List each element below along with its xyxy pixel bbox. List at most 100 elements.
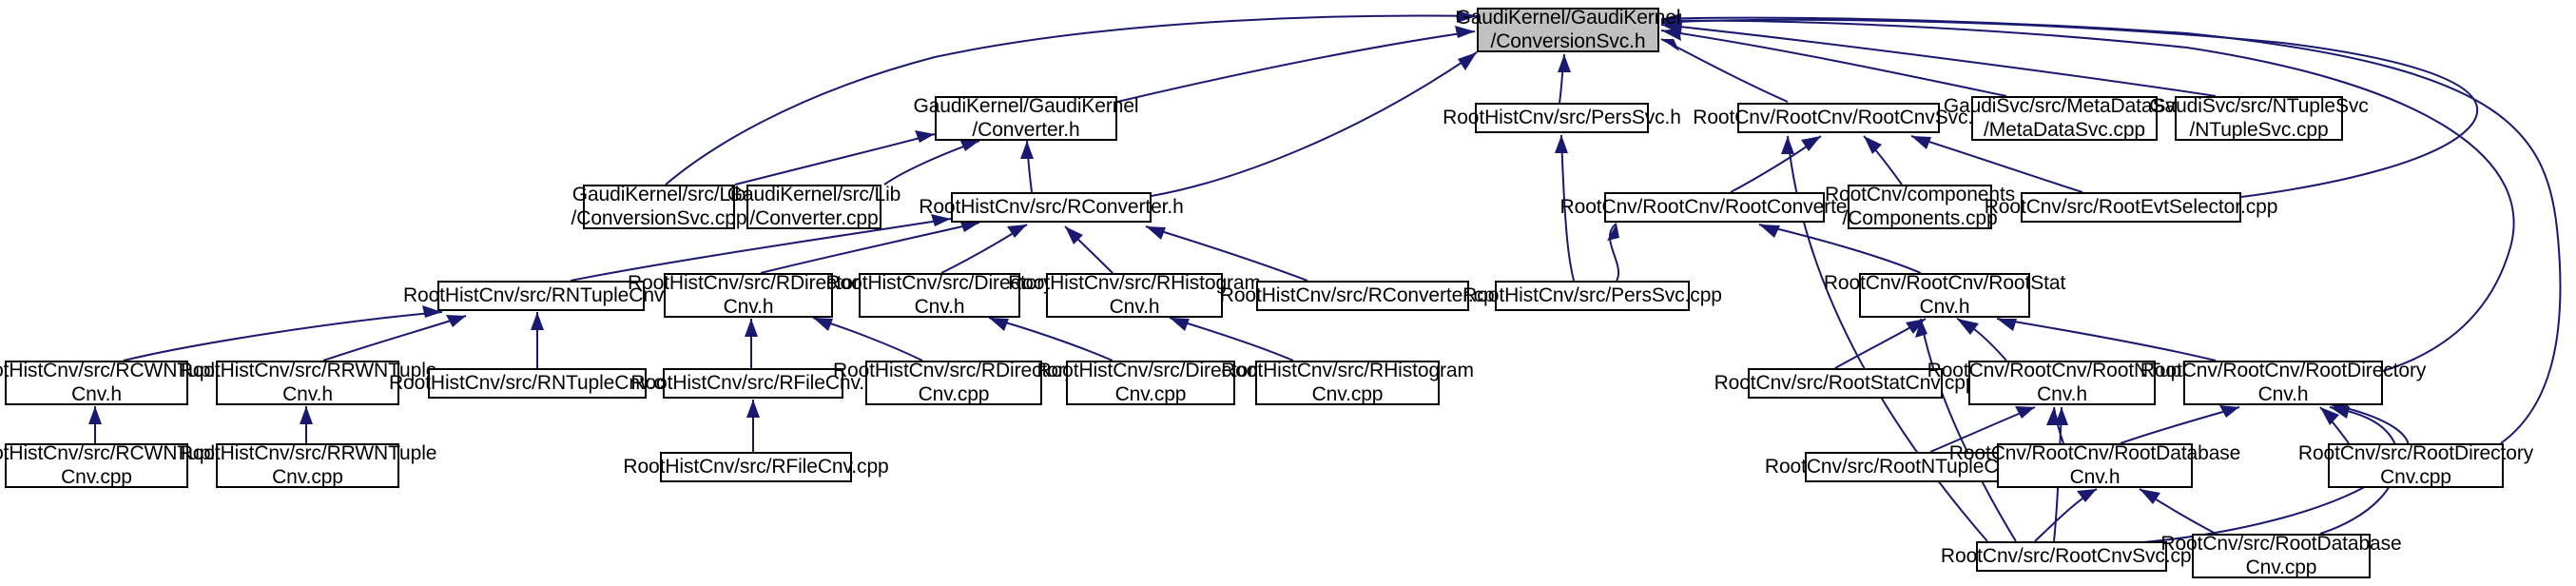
edge-n19-to-n12 bbox=[123, 311, 443, 361]
edge-n16-to-n8 bbox=[1145, 225, 1308, 282]
graph-node-n15[interactable]: RootHistCnv/src/RHistogram Cnv.h bbox=[1008, 271, 1261, 318]
graph-node-n34[interactable]: RootCnv/src/RootDirectory Cnv.cpp bbox=[2297, 441, 2534, 488]
graph-node-n21[interactable]: RootHistCnv/src/RNTupleCnv.cpp bbox=[389, 368, 686, 399]
graph-node-n29[interactable]: RootHistCnv/src/RCWNTuple Cnv.cpp bbox=[0, 441, 226, 488]
arrowhead-n33-to-n27 bbox=[2046, 407, 2060, 425]
arrowhead-n15-to-n8 bbox=[1065, 226, 1083, 244]
arrowhead-n14-to-n8 bbox=[1007, 225, 1027, 238]
arrowhead-n13-to-n8 bbox=[959, 220, 979, 232]
edge-n8-to-n0 bbox=[1151, 51, 1478, 197]
graph-node-n36[interactable]: RootCnv/src/RootDatabase Cnv.cpp bbox=[2160, 532, 2402, 578]
graph-node-n3[interactable]: RootCnv/RootCnv/RootCnvSvc.h bbox=[1693, 103, 1985, 133]
edge-n1-to-n0 bbox=[1116, 30, 1476, 103]
arrowhead-n12-to-n8 bbox=[931, 214, 951, 226]
graph-node-n20[interactable]: RootHistCnv/src/RRWNTuple Cnv.h bbox=[178, 359, 437, 405]
arrowhead-n22-to-n13 bbox=[745, 319, 758, 337]
graph-node-n22[interactable]: RootHistCnv/src/RFileCnv.h bbox=[630, 368, 876, 399]
graph-node-n7[interactable]: GaudiKernel/src/Lib /Converter.cpp bbox=[726, 183, 901, 229]
graph-node-n8[interactable]: RootHistCnv/src/RConverter.h bbox=[919, 192, 1184, 223]
arrowhead-n7-to-n1 bbox=[959, 139, 979, 151]
arrowhead-n3-to-n0 bbox=[1661, 39, 1679, 51]
arrowhead-n28-to-n18 bbox=[1997, 319, 2017, 331]
arrowhead-n29-to-n19 bbox=[88, 406, 102, 424]
graph-node-n5[interactable]: GaudiSvc/src/NTupleSvc /NTupleSvc.cpp bbox=[2149, 94, 2369, 141]
graph-node-n28[interactable]: RootCnv/RootCnv/RootDirectory Cnv.h bbox=[2140, 359, 2427, 405]
graph-node-n14[interactable]: RootHistCnv/src/Directory Cnv.h bbox=[825, 271, 1054, 318]
arrowhead-n23-to-n13 bbox=[813, 318, 833, 331]
edge-n25-to-n15 bbox=[1169, 317, 1294, 361]
edge-n12-to-n8 bbox=[570, 218, 952, 282]
arrowhead-n33-to-n28 bbox=[2219, 405, 2239, 418]
graph-node-n24[interactable]: RootHistCnv/src/Directory Cnv.cpp bbox=[1036, 359, 1265, 405]
arrowhead-n16-to-n8 bbox=[1146, 226, 1166, 240]
arrowhead-n8-to-n0 bbox=[1458, 52, 1477, 70]
graph-node-n31[interactable]: RootHistCnv/src/RFileCnv.cpp bbox=[623, 452, 889, 482]
edge-n33-to-n28 bbox=[2120, 406, 2240, 444]
graph-node-n6[interactable]: GaudiKernel/src/Lib /ConversionSvc.cpp bbox=[571, 183, 747, 229]
graph-node-n11[interactable]: RootCnv/src/RootEvtSelector.cpp bbox=[1985, 192, 2277, 223]
arrowhead-n11-to-n0 bbox=[1661, 17, 1681, 29]
edge-n17-to-n9 bbox=[1609, 223, 1619, 282]
arrowhead-n35-to-n33 bbox=[2077, 489, 2097, 502]
arrowhead-n10-to-n3 bbox=[1864, 136, 1882, 154]
graph-node-n26[interactable]: RootCnv/src/RootStatCnv.cpp bbox=[1714, 368, 1977, 399]
edge-n28-to-n0 bbox=[1660, 19, 2515, 372]
arrowhead-n17-to-n9 bbox=[1607, 224, 1619, 241]
arrowhead-n8-to-n1 bbox=[1020, 141, 1034, 159]
edge-n24-to-n14 bbox=[988, 317, 1114, 361]
arrowhead-n6-to-n1 bbox=[915, 130, 935, 143]
graph-node-n10[interactable]: RootCnv/components /Components.cpp bbox=[1824, 183, 2016, 229]
arrowhead-n35-to-n27 bbox=[2055, 407, 2068, 425]
edge-n5-to-n0 bbox=[1660, 24, 2217, 97]
arrowhead-n18-to-n9 bbox=[1759, 225, 1780, 238]
edge-n6-to-n0 bbox=[665, 14, 1478, 186]
graph-node-n27[interactable]: RootCnv/RootCnv/RootNTuple Cnv.h bbox=[1927, 359, 2198, 405]
arrowhead-n36-to-n28 bbox=[2330, 406, 2350, 419]
edge-n13-to-n8 bbox=[760, 222, 980, 274]
arrowhead-n36-to-n33 bbox=[2140, 489, 2160, 504]
graph-node-n0[interactable]: GaudiKernel/GaudiKernel /ConversionSvc.h bbox=[1455, 6, 1681, 52]
graph-node-n18[interactable]: RootCnv/RootCnv/RootStat Cnv.h bbox=[1823, 271, 2066, 318]
arrowhead-n30-to-n20 bbox=[300, 406, 313, 424]
graph-node-n35[interactable]: RootCnv/src/RootCnvSvc.cpp bbox=[1941, 541, 2202, 572]
graph-node-n1[interactable]: GaudiKernel/GaudiKernel /Converter.h bbox=[913, 94, 1139, 141]
graph-node-n30[interactable]: RootHistCnv/src/RRWNTuple Cnv.cpp bbox=[178, 441, 437, 488]
graph-node-n17[interactable]: RootHistCnv/src/PersSvc.cpp bbox=[1462, 281, 1722, 311]
graph-node-n25[interactable]: RootHistCnv/src/RHistogram Cnv.cpp bbox=[1221, 359, 1474, 405]
graph-node-n12[interactable]: RootHistCnv/src/RNTupleCnv.h bbox=[403, 281, 679, 311]
graph-node-n16[interactable]: RootHistCnv/src/RConverter.cpp bbox=[1220, 281, 1505, 311]
edge-n35-to-n18 bbox=[1920, 318, 2017, 542]
arrowhead-n35-to-n18 bbox=[1915, 319, 1927, 338]
graph-node-n33[interactable]: RootCnv/RootCnv/RootDatabase Cnv.h bbox=[1948, 441, 2241, 488]
edge-n4-to-n0 bbox=[1660, 29, 2007, 97]
edge-n17-to-n2 bbox=[1560, 134, 1575, 282]
edge-n6-to-n1 bbox=[734, 133, 936, 186]
arrowhead-n1-to-n0 bbox=[1455, 26, 1475, 38]
arrowhead-n17-to-n2 bbox=[1555, 135, 1568, 153]
graph-node-n2[interactable]: RootHistCnv/src/PersSvc.h bbox=[1443, 103, 1681, 133]
graph-node-n9[interactable]: RootCnv/RootCnv/RootConverter.h bbox=[1560, 192, 1869, 223]
edge-n11-to-n3 bbox=[1910, 135, 2083, 193]
graph-node-n4[interactable]: GaudiSvc/src/MetaDataSvc /MetaDataSvc.cp… bbox=[1943, 94, 2186, 141]
edge-n18-to-n9 bbox=[1758, 224, 1922, 274]
arrowhead-n20-to-n12 bbox=[446, 315, 466, 327]
arrowhead-n35-to-n3 bbox=[1781, 136, 1794, 154]
arrowhead-n9-to-n3 bbox=[1801, 136, 1821, 151]
arrowhead-n34-to-n28 bbox=[2320, 407, 2339, 425]
graph-node-n23[interactable]: RootHistCnv/src/RDirectory Cnv.cpp bbox=[832, 359, 1075, 405]
graph-node-n19[interactable]: RootHistCnv/src/RCWNTuple Cnv.h bbox=[0, 359, 226, 405]
edge-n28-to-n18 bbox=[1996, 318, 2217, 361]
arrowhead-n25-to-n15 bbox=[1170, 318, 1190, 331]
arrowhead-n31-to-n22 bbox=[746, 400, 760, 418]
arrowhead-n19-to-n12 bbox=[422, 305, 442, 318]
edge-n11-to-n0 bbox=[1660, 18, 2479, 198]
arrowhead-n27-to-n18 bbox=[1957, 319, 1979, 335]
arrowhead-n32-to-n27 bbox=[2015, 406, 2035, 419]
arrowhead-n21-to-n12 bbox=[531, 312, 544, 330]
graph-node-n32[interactable]: RootCnv/src/RootNTupleCnv.cpp bbox=[1765, 452, 2055, 482]
arrowhead-n2-to-n0 bbox=[1558, 54, 1571, 72]
graph-node-n13[interactable]: RootHistCnv/src/RDirectory Cnv.h bbox=[627, 271, 870, 318]
arrowhead-n6-to-n0 bbox=[1457, 10, 1477, 23]
